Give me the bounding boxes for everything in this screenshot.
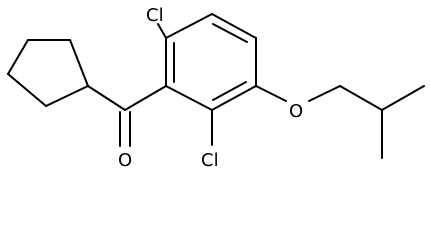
ether-oxygen-label: O — [289, 101, 303, 122]
chemical-structure-diagram: Cl Cl O O — [7, 5, 425, 171]
bond — [381, 85, 425, 111]
chlorine-top-label: Cl — [146, 5, 164, 26]
bond — [87, 85, 126, 111]
bond — [255, 85, 287, 102]
chlorine-bottom-label: Cl — [201, 150, 219, 171]
bond — [308, 85, 341, 102]
bond — [211, 85, 257, 111]
bond — [165, 85, 213, 111]
chloro-substituents — [157, 23, 213, 146]
carbonyl-group — [87, 85, 167, 147]
bond — [7, 73, 47, 107]
bond — [69, 39, 89, 87]
bond — [211, 13, 257, 39]
bond — [45, 85, 89, 107]
bond — [157, 23, 167, 39]
bond — [124, 85, 167, 111]
ketone-oxygen-label: O — [118, 150, 132, 171]
cyclopentyl-ring — [7, 39, 89, 107]
bond — [339, 85, 383, 111]
atom-labels: Cl Cl O O — [118, 5, 303, 171]
aromatic-inner-line — [212, 23, 248, 43]
aromatic-inner-line — [212, 81, 247, 101]
isobutoxy-chain — [255, 85, 425, 159]
bond — [7, 39, 29, 75]
benzene-ring — [165, 13, 257, 111]
bond — [165, 13, 213, 39]
